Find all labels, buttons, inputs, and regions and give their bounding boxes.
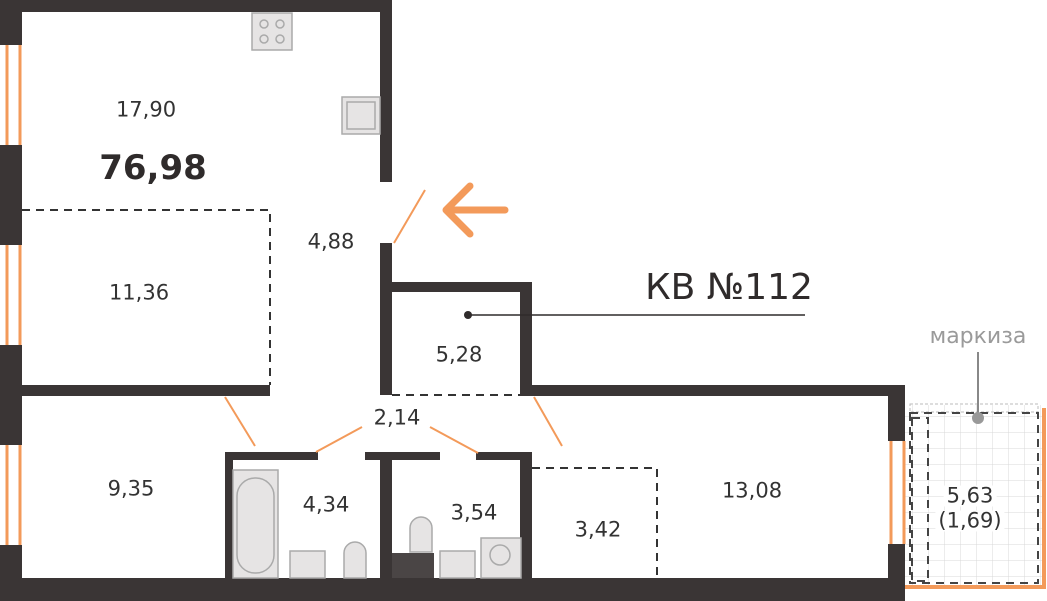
total-area: 76,98 [99,148,207,188]
fixtures [232,12,522,579]
stove-icon [251,12,293,51]
room-area-living: 13,08 [721,478,783,503]
bathtub-icon [232,469,279,579]
wc-sink-icon [439,550,476,579]
balcony-area: 5,63 [943,485,997,507]
balcony-area-reduced: (1,69) [935,510,1005,532]
entrance-arrow-icon [442,182,509,238]
room-area-bathroom: 4,34 [302,492,350,517]
balcony-railing [905,408,1046,589]
awning-label: маркиза [929,324,1027,349]
bath-sink-icon [289,550,326,579]
room-area-wc: 3,54 [450,500,498,525]
room-area-wardrobe: 3,42 [574,517,622,542]
toilet-icon-2 [409,516,433,553]
door-swings [224,189,563,454]
dashed-zones [22,209,658,578]
kitchen-sink-icon [341,96,381,135]
windows [0,45,906,545]
room-area-bedroom-1: 11,36 [108,280,170,305]
apartment-number: КВ №112 [645,267,813,308]
awning-dot [972,412,984,424]
room-area-bedroom-2: 9,35 [107,476,155,501]
room-area-corridor: 2,14 [373,405,421,430]
room-area-kitchen: 17,90 [115,97,177,122]
balcony [905,352,1046,589]
room-area-storage: 5,28 [435,342,483,367]
toilet-icon [343,541,367,579]
washing-machine-icon [480,537,522,579]
room-area-hall: 4,88 [307,229,355,254]
